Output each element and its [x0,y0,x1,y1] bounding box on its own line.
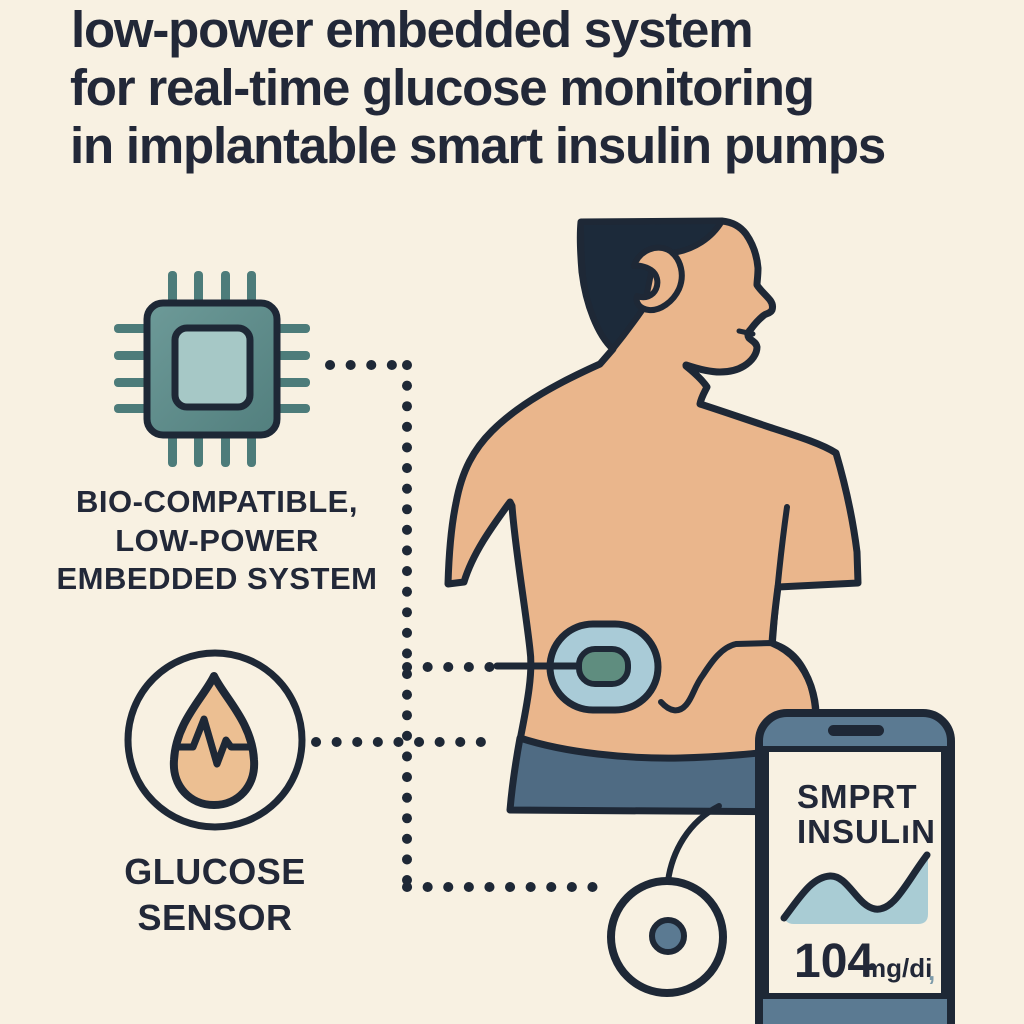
sensor-label-line-1: GLUCOSE [124,851,306,892]
chip-core [171,324,254,411]
arm-crease [770,504,790,644]
dotted-connectors [311,360,611,892]
implant-core [576,646,631,687]
pants [506,734,822,816]
smartphone: SMPRT INSULıN 104 mg/di , [755,709,955,1024]
phone-speaker-icon [828,725,884,736]
glucose-reading: 104 mg/di , [794,935,935,988]
sensor-circle [124,649,306,831]
implant-device [493,620,662,714]
chip-label-line-1: BIO-COMPATIBLE, [76,484,358,519]
app-title-line-1: SMPRT [797,778,918,815]
glucose-chart [780,851,931,924]
reading-tail: , [928,956,935,986]
pod-sensor [607,803,727,997]
page-title-line-1: low-power embedded system [71,1,752,58]
person-figure [444,217,862,763]
page-title-line-3: in implantable smart insulin pumps [70,117,885,174]
pulse-line [173,715,256,768]
microchip-icon [114,271,310,467]
chip-label-line-3: EMBEDDED SYSTEM [57,561,378,596]
reading-value: 104 [794,935,874,988]
sensor-label-line-2: SENSOR [137,897,292,938]
ear [631,244,685,314]
implant-tube [658,639,818,716]
pod-button [649,917,687,955]
pod-wire [665,803,722,884]
chart-line [780,851,931,922]
blood-drop-pulse-icon [124,649,306,831]
mouth-line [736,328,756,337]
page-title-line-2: for real-time glucose monitoring [70,59,814,116]
chip-label-line-2: LOW-POWER [115,523,319,558]
chip-pins [114,271,310,467]
droplet-icon [169,672,259,809]
app-title-line-2: INSULıN [797,813,936,850]
reading-unit: mg/di [863,953,932,983]
